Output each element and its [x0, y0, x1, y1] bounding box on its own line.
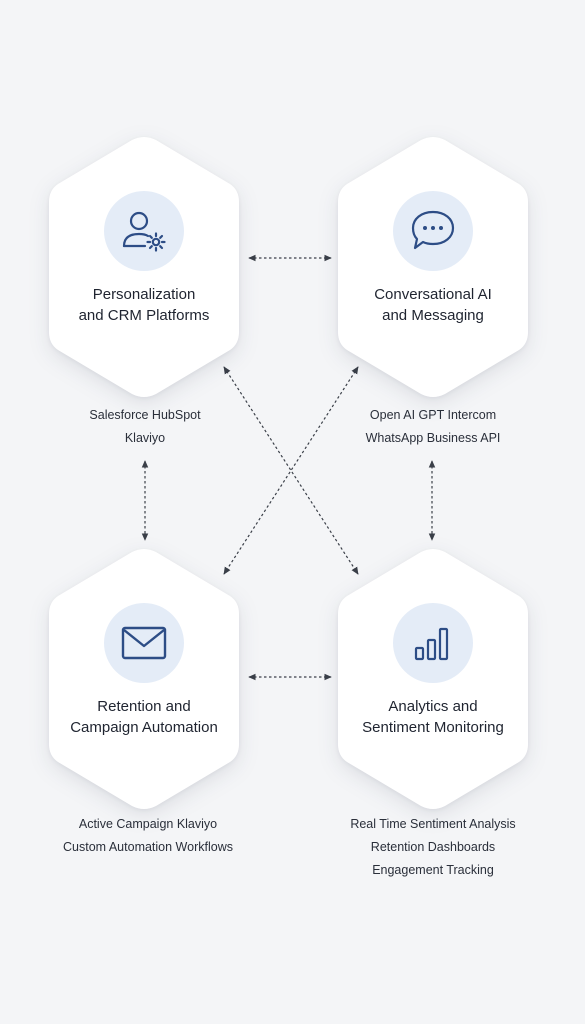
user-gear-icon	[122, 211, 166, 252]
tools-conversational: Open AI GPT Intercom WhatsApp Business A…	[318, 404, 548, 450]
icon-badge	[104, 603, 184, 683]
connector-conversational-retention	[223, 366, 359, 575]
node-analytics: Analytics and Sentiment Monitoring	[337, 548, 529, 810]
node-title-line: Sentiment Monitoring	[362, 719, 504, 736]
bar-chart-icon	[414, 627, 449, 661]
icon-badge	[393, 191, 473, 271]
icon-badge	[393, 603, 473, 683]
tools-analytics: Real Time Sentiment Analysis Retention D…	[318, 813, 548, 882]
node-title-line: Conversational AI	[374, 286, 492, 303]
tool-item: Custom Automation Workflows	[63, 840, 233, 854]
envelope-icon	[121, 626, 167, 660]
node-personalization: Personalization and CRM Platforms	[48, 136, 240, 398]
node-title: Retention and Campaign Automation	[48, 696, 240, 738]
node-title-line: and CRM Platforms	[78, 307, 210, 324]
tool-item: Real Time Sentiment Analysis	[350, 817, 516, 831]
node-conversational: Conversational AI and Messaging	[337, 136, 529, 398]
tool-item: Klaviyo	[124, 431, 166, 445]
node-title: Analytics and Sentiment Monitoring	[337, 696, 529, 738]
node-retention: Retention and Campaign Automation	[48, 548, 240, 810]
chat-bubble-icon	[411, 210, 455, 250]
node-title-line: Campaign Automation	[70, 719, 218, 736]
tools-retention: Active Campaign Klaviyo Custom Automatio…	[33, 813, 263, 859]
tool-item: Active Campaign Klaviyo	[78, 817, 218, 831]
tool-item: Salesforce HubSpot	[89, 408, 201, 422]
icon-badge	[104, 191, 184, 271]
node-title-line: Analytics and	[388, 698, 478, 715]
node-title-line: Personalization	[92, 286, 196, 303]
tools-personalization: Salesforce HubSpot Klaviyo	[30, 404, 260, 450]
tool-item: Open AI GPT Intercom	[369, 408, 497, 422]
node-title: Personalization and CRM Platforms	[48, 284, 240, 326]
tool-item: Retention Dashboards	[370, 840, 496, 854]
node-title-line: Retention and	[97, 698, 191, 715]
tool-item: WhatsApp Business API	[365, 431, 501, 445]
node-title-line: and Messaging	[382, 307, 484, 324]
node-title: Conversational AI and Messaging	[337, 284, 529, 326]
tool-item: Engagement Tracking	[372, 863, 494, 877]
